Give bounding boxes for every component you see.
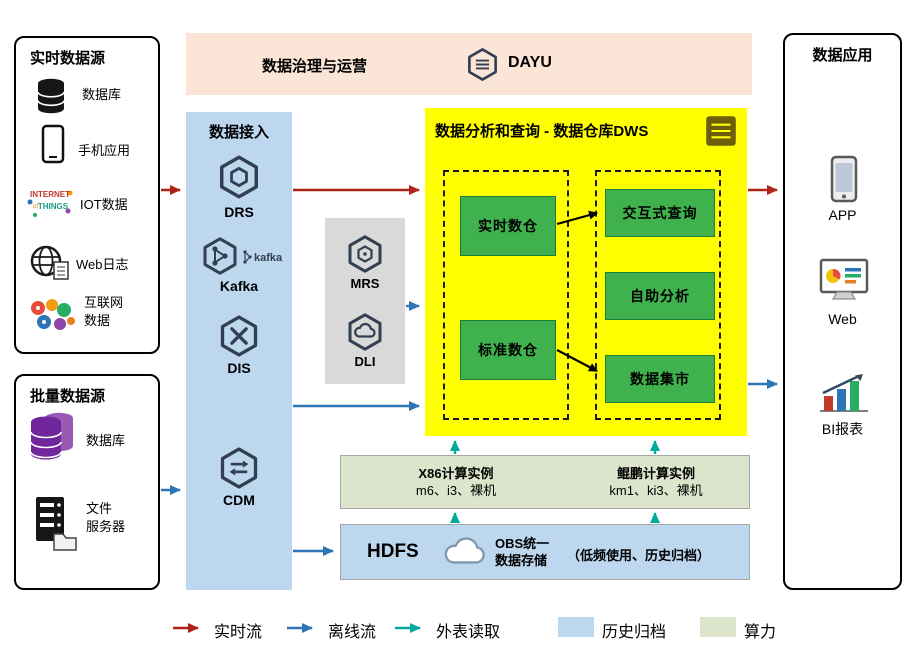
kafka-label: Kafka	[219, 278, 259, 294]
web-monitor-icon	[819, 258, 869, 300]
dws-warehouse-group: 实时数仓 标准数仓	[443, 170, 569, 420]
web-label: Web	[828, 311, 857, 327]
batch-sources-title: 批量数据源	[30, 388, 106, 405]
kafka-wordmark: kafka	[243, 250, 283, 264]
source-label: 数据库	[86, 433, 126, 448]
svg-text:of: of	[33, 204, 38, 210]
dws-node-data-mart: 数据集市	[605, 355, 715, 403]
svg-text:kafka: kafka	[254, 252, 283, 264]
middleware-panel: MRS DLI	[325, 218, 405, 384]
legend-external-read-arrow	[395, 623, 421, 633]
dayu-logo-text: DAYU	[508, 54, 552, 71]
kafka-icon	[203, 237, 237, 275]
app-phone-icon	[830, 155, 858, 203]
legend-label-compute: 算力	[744, 624, 777, 641]
dayu-logo-icon	[468, 48, 497, 81]
applications-panel: 数据应用 APP Web BI报表	[783, 33, 902, 590]
storage-panel: HDFS OBS统一 数据存储 （低频使用、历史归档）	[340, 524, 750, 580]
realtime-sources-panel: 实时数据源 数据库 手机应用 INTERNET of THINGS IOT数据	[14, 36, 160, 354]
source-label: 手机应用	[78, 143, 131, 158]
dws-analysis-group: 交互式查询 自助分析 数据集市	[595, 170, 721, 420]
dis-icon	[220, 315, 258, 357]
source-label: 文件 服务器	[86, 501, 126, 534]
mrs-label: MRS	[350, 276, 380, 291]
internet-data-icon	[31, 299, 75, 330]
legend-label-external-read: 外表读取	[436, 624, 501, 641]
governance-bar: 数据治理与运营 DAYU	[186, 33, 752, 95]
drs-label: DRS	[224, 204, 254, 220]
app-label: APP	[828, 207, 857, 223]
applications-title: 数据应用	[812, 47, 873, 64]
kunpeng-compute-block: 鲲鹏计算实例 km1、ki3、裸机	[609, 466, 703, 498]
cdm-icon	[220, 447, 258, 489]
file-server-icon	[36, 497, 77, 551]
iot-icon: INTERNET of THINGS	[27, 190, 73, 217]
web-log-icon	[30, 245, 69, 280]
bi-report-icon	[820, 374, 868, 412]
cdm-label: CDM	[223, 492, 255, 508]
dli-icon	[348, 313, 382, 351]
x86-compute-block: X86计算实例 m6、i3、裸机	[415, 466, 497, 498]
dws-node-standard: 标准数仓	[460, 320, 556, 380]
dis-label: DIS	[227, 360, 251, 376]
bi-label: BI报表	[821, 421, 864, 437]
storage-note: （低频使用、历史归档）	[567, 548, 711, 563]
drs-icon	[220, 155, 258, 199]
legend-label-realtime: 实时流	[214, 624, 263, 641]
legend-offline-arrow	[287, 623, 313, 633]
legend-label-offline: 离线流	[328, 624, 377, 641]
svg-text:INTERNET: INTERNET	[30, 190, 70, 199]
ingestion-title: 数据接入	[208, 124, 269, 141]
dws-node-self-analysis: 自助分析	[605, 272, 715, 320]
legend-archive-swatch	[558, 617, 594, 637]
svg-text:THINGS: THINGS	[38, 202, 69, 211]
source-label: 互联网 数据	[84, 295, 124, 328]
mrs-icon	[348, 235, 382, 273]
source-label: IOT数据	[80, 197, 128, 212]
dws-node-realtime: 实时数仓	[460, 196, 556, 256]
compute-panel: X86计算实例 m6、i3、裸机 鲲鹏计算实例 km1、ki3、裸机	[340, 455, 750, 509]
source-label: Web日志	[76, 257, 129, 272]
legend-compute-swatch	[700, 617, 736, 637]
dws-title: 数据分析和查询 - 数据仓库DWS	[435, 123, 649, 140]
database-icon	[37, 78, 65, 114]
legend-realtime-arrow	[173, 623, 199, 633]
database-purple-icon	[30, 412, 73, 460]
batch-sources-panel: 批量数据源 数据库 文件 服务器	[14, 374, 160, 590]
realtime-sources-title: 实时数据源	[30, 50, 106, 67]
source-label: 数据库	[82, 87, 122, 102]
hdfs-label: HDFS	[367, 541, 419, 562]
obs-label: OBS统一 数据存储	[495, 536, 550, 568]
ingestion-panel: 数据接入 DRS kafka Kafka DIS	[186, 112, 292, 590]
dli-label: DLI	[354, 354, 376, 369]
legend-label-archive: 历史归档	[602, 624, 667, 641]
obs-cloud-icon	[444, 537, 485, 564]
dws-node-interactive-query: 交互式查询	[605, 189, 715, 237]
mobile-app-icon	[41, 124, 65, 164]
governance-title: 数据治理与运营	[262, 58, 368, 75]
dws-panel: 数据分析和查询 - 数据仓库DWS 实时数仓 标准数仓 交互式查询 自助分析 数…	[425, 108, 747, 436]
dws-warehouse-icon	[706, 116, 736, 146]
